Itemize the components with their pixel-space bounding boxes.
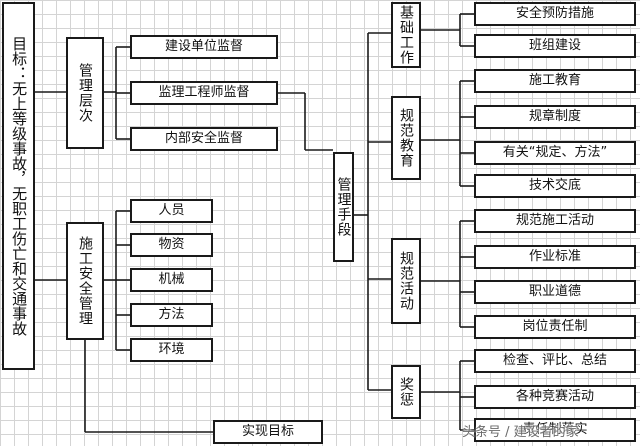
safety-factor-item: 物资 bbox=[130, 233, 213, 257]
education-item: 技术交底 bbox=[474, 174, 636, 198]
reward-punishment-box: 奖惩 bbox=[391, 365, 421, 419]
management-level-item: 监理工程师监督 bbox=[130, 81, 278, 105]
base-work-box: 基础工作 bbox=[391, 2, 421, 68]
education-item: 施工教育 bbox=[474, 69, 636, 93]
goal-box: 目标：无上等级事故，无职工伤亡和交通事故 bbox=[2, 2, 35, 370]
achieve-goal-box: 实现目标 bbox=[213, 420, 323, 444]
reward-item: 各种竞赛活动 bbox=[474, 385, 636, 409]
standard-activities-box: 规范活动 bbox=[391, 238, 421, 324]
management-level-item: 建设单位监督 bbox=[130, 35, 278, 59]
management-means-box: 管理手段 bbox=[333, 152, 354, 262]
safety-factor-item: 方法 bbox=[130, 303, 213, 327]
safety-factor-item: 环境 bbox=[130, 338, 213, 362]
construction-safety-box: 施工安全管理 bbox=[66, 222, 104, 340]
activity-item: 作业标准 bbox=[474, 245, 636, 269]
reward-item: 责任制落实 bbox=[474, 418, 636, 442]
base-work-item: 安全预防措施 bbox=[474, 2, 636, 26]
activity-item: 规范施工活动 bbox=[474, 209, 636, 233]
reward-item: 检查、评比、总结 bbox=[474, 349, 636, 373]
activity-item: 职业道德 bbox=[474, 280, 636, 304]
education-item: 有关“规定、方法” bbox=[474, 141, 636, 165]
management-level-item: 内部安全监督 bbox=[130, 127, 278, 151]
watermark-text: 头条号 / 建设者的家 bbox=[462, 425, 579, 440]
base-work-item: 班组建设 bbox=[474, 34, 636, 58]
activity-item: 岗位责任制 bbox=[474, 315, 636, 339]
safety-factor-item: 机械 bbox=[130, 268, 213, 292]
education-item: 规章制度 bbox=[474, 105, 636, 129]
safety-factor-item: 人员 bbox=[130, 199, 213, 223]
standard-education-box: 规范教育 bbox=[391, 96, 421, 180]
management-levels-box: 管理层次 bbox=[66, 37, 104, 149]
